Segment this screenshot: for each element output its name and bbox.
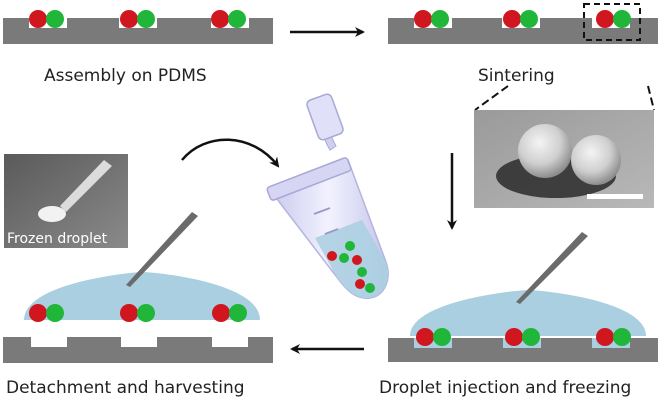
droplet xyxy=(410,290,646,336)
zoom-line-left xyxy=(474,85,509,111)
red-particle xyxy=(596,328,614,346)
caption-sintering: Sintering xyxy=(478,66,555,86)
tube-graduation xyxy=(313,207,331,215)
red-particle xyxy=(29,10,47,28)
panel-assembly: Assembly on PDMS xyxy=(3,10,273,86)
needle xyxy=(516,232,588,304)
green-particle xyxy=(433,328,451,346)
caption-assembly: Assembly on PDMS xyxy=(44,66,207,86)
tube-liquid xyxy=(315,220,389,299)
zoom-selection-box xyxy=(583,3,641,41)
panel-detachment: Detachment and harvesting xyxy=(3,212,273,398)
sintered-dimer-sem-image xyxy=(474,110,654,208)
substrate-well xyxy=(414,338,452,348)
particle-pair xyxy=(505,328,540,346)
caption-frozen-droplet: Frozen droplet xyxy=(7,231,108,247)
green-particle xyxy=(137,304,155,322)
pipette-tip xyxy=(60,160,112,212)
red-particle xyxy=(29,304,47,322)
green-particle xyxy=(522,328,540,346)
green-particle xyxy=(613,10,631,28)
green-particle xyxy=(46,10,64,28)
green-particle xyxy=(339,253,349,263)
frozen-droplet xyxy=(38,206,66,222)
panel-sintering: Sintering xyxy=(388,3,658,111)
particle-pair xyxy=(211,10,246,28)
particle-pair xyxy=(29,10,64,28)
green-particle xyxy=(137,10,155,28)
red-particle xyxy=(120,304,138,322)
green-particle xyxy=(46,304,64,322)
red-particle xyxy=(352,255,362,265)
green-particle xyxy=(613,328,631,346)
eppendorf-tube-icon xyxy=(266,93,389,299)
red-particle xyxy=(416,328,434,346)
scale-bar xyxy=(587,194,643,199)
frozen-droplet-photo: Frozen droplet xyxy=(4,154,128,248)
green-particle xyxy=(365,283,375,293)
particle-pair xyxy=(414,10,449,28)
red-particle xyxy=(596,10,614,28)
green-particle xyxy=(520,10,538,28)
sem-particle-left xyxy=(518,124,572,178)
green-particle xyxy=(431,10,449,28)
particle-pair xyxy=(29,304,64,322)
green-particle xyxy=(229,304,247,322)
red-particle xyxy=(120,10,138,28)
particle-pair xyxy=(503,10,538,28)
substrate-well xyxy=(121,337,157,347)
green-particle xyxy=(345,241,355,251)
substrate-well xyxy=(31,337,67,347)
sem-particle-right xyxy=(571,135,621,185)
tube-graduation xyxy=(324,228,339,235)
droplet xyxy=(24,272,260,320)
green-particle xyxy=(228,10,246,28)
red-particle xyxy=(211,10,229,28)
panel-injection: Droplet injection and freezing xyxy=(379,232,658,398)
red-particle xyxy=(355,279,365,289)
tube-cap xyxy=(306,93,344,141)
zoom-line-right xyxy=(647,85,655,111)
red-particle xyxy=(505,328,523,346)
particle-pair xyxy=(416,328,451,346)
particle-pair xyxy=(212,304,247,322)
particle-pair xyxy=(596,328,631,346)
red-particle xyxy=(212,304,230,322)
particle-pair xyxy=(120,10,155,28)
green-particle xyxy=(357,267,367,277)
particle-pair xyxy=(120,304,155,322)
red-particle xyxy=(414,10,432,28)
substrate-well xyxy=(503,338,541,348)
red-particle xyxy=(503,10,521,28)
caption-detachment: Detachment and harvesting xyxy=(6,378,245,398)
particle-pair xyxy=(596,10,631,28)
substrate-well xyxy=(212,337,248,347)
needle xyxy=(126,212,198,287)
tube-rim xyxy=(266,157,352,201)
red-particle xyxy=(327,251,337,261)
caption-injection: Droplet injection and freezing xyxy=(379,378,631,398)
arrow-curved-to-tube xyxy=(181,138,280,168)
